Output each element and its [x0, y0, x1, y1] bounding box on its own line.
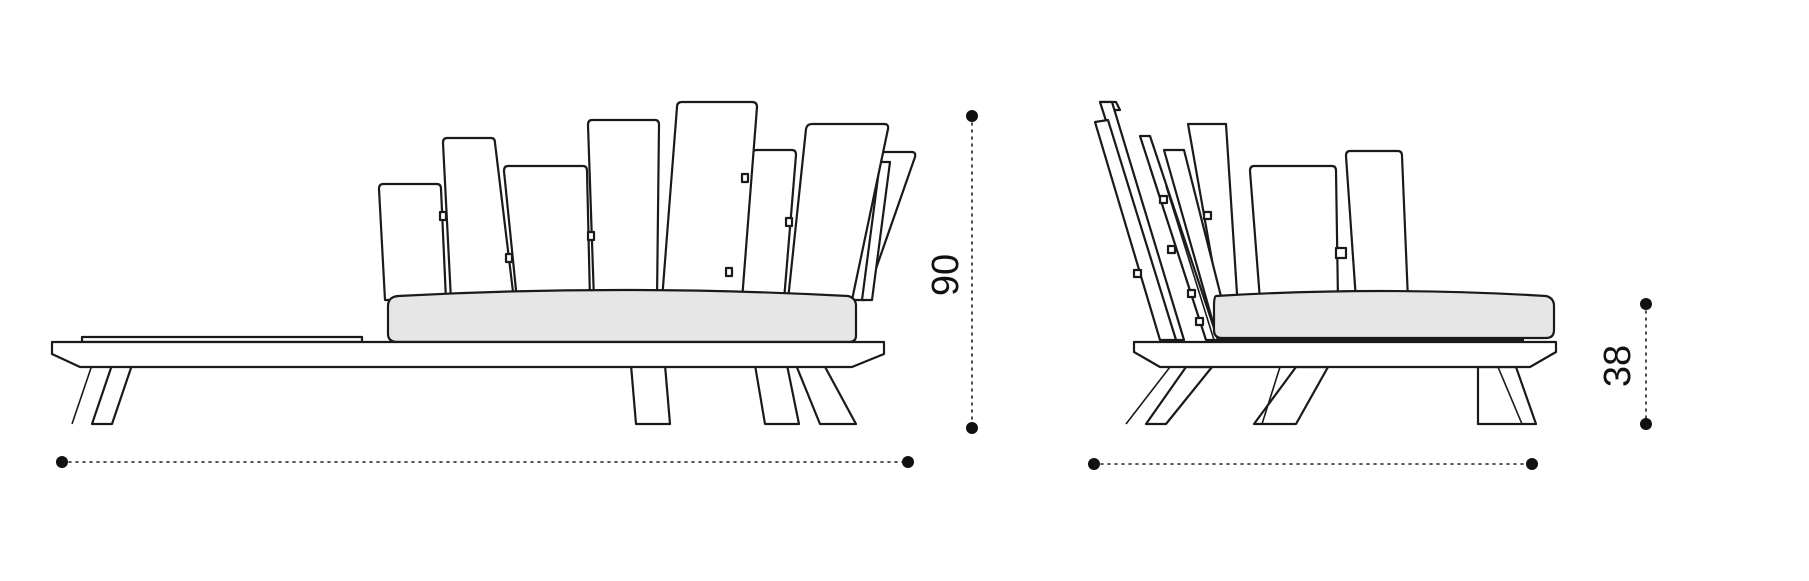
side-leg-3: [1476, 365, 1538, 426]
side-view: [1093, 100, 1558, 426]
side-seat-cushion: [1212, 289, 1556, 340]
slat-1: [377, 182, 448, 302]
dimension-label-height: 90: [925, 254, 967, 296]
front-seat-cushion: [386, 288, 858, 344]
front-leg-2: [629, 363, 672, 426]
slat-4: [586, 118, 661, 302]
front-legs: [71, 363, 858, 426]
front-leg-3: [753, 363, 801, 426]
dimension-depth-side: [1088, 458, 1538, 470]
dimension-height-total: 90: [925, 110, 978, 434]
side-slat-rear-1: [1344, 149, 1410, 302]
slat-8: [860, 160, 892, 302]
dimension-width-front: [56, 456, 914, 468]
side-slat-b: [1162, 148, 1234, 342]
slat-2: [441, 136, 516, 302]
front-back-slats: [377, 100, 917, 302]
dimension-label-seat: 38: [1597, 345, 1639, 387]
front-leg-4: [794, 363, 858, 426]
front-leg-1: [90, 363, 134, 426]
side-legs: [1125, 365, 1538, 426]
side-slat-rear-2: [1248, 164, 1340, 302]
side-platform: [1132, 340, 1558, 369]
side-slat-e: [1093, 118, 1178, 342]
dimension-seat-height: 38: [1597, 298, 1652, 430]
front-view: [50, 100, 917, 426]
front-platform: [50, 340, 886, 369]
slat-5: [660, 100, 759, 302]
slat-3: [502, 164, 592, 302]
side-angled-slats: [1093, 100, 1242, 342]
side-leg-1: [1144, 365, 1214, 426]
side-cushion-base: [1240, 338, 1524, 342]
